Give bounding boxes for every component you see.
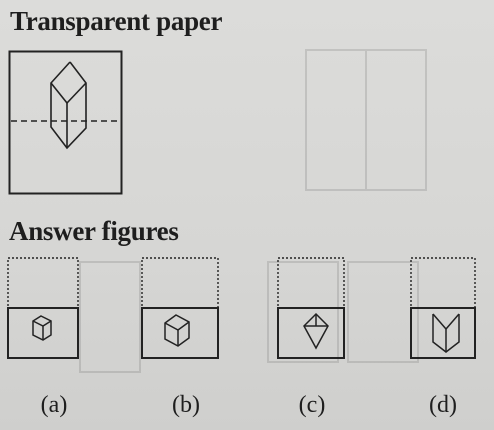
transparent-paper-heading: Transparent paper	[10, 6, 223, 36]
option-label-b: (b)	[172, 392, 200, 418]
transparent-paper-figure	[8, 50, 123, 195]
answer-figure-a[interactable]	[6, 256, 82, 364]
answer-figure-b[interactable]	[140, 256, 222, 364]
answer-figure-d[interactable]	[409, 256, 479, 364]
answer-figure-c[interactable]	[276, 256, 348, 364]
answer-figures-heading: Answer figures	[9, 216, 179, 246]
option-label-c: (c)	[298, 392, 326, 418]
option-label-a: (a)	[40, 392, 68, 418]
option-label-d: (d)	[429, 392, 457, 418]
